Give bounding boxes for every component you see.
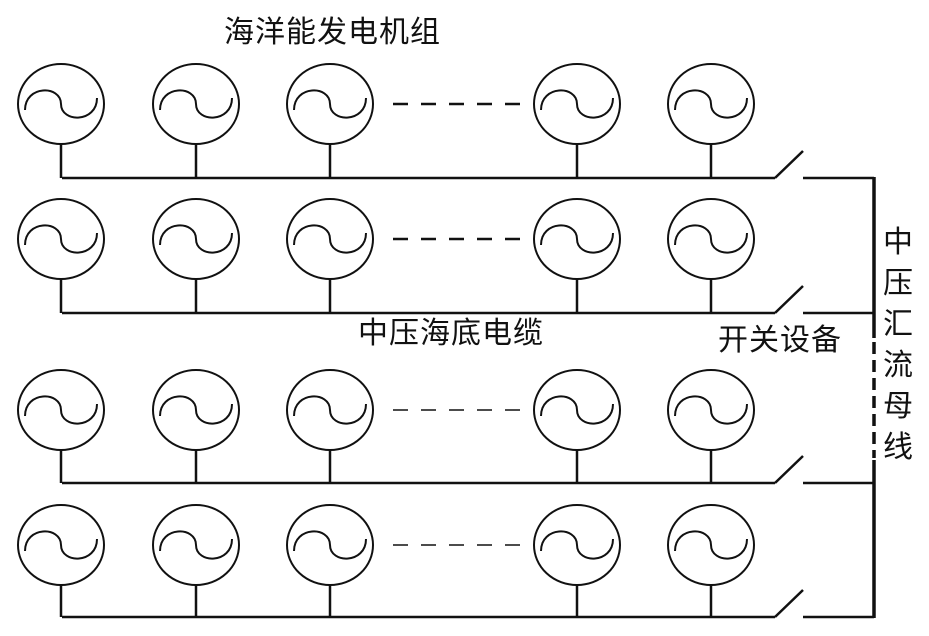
ac-generator xyxy=(152,504,240,617)
ac-generator-icon xyxy=(540,530,614,560)
busbar-label-char: 母 xyxy=(883,389,913,424)
ac-generator-icon xyxy=(24,395,98,425)
ac-generator xyxy=(667,198,755,313)
ac-generator xyxy=(533,504,621,617)
ac-generator xyxy=(667,63,755,178)
generator-group-label: 海洋能发电机组 xyxy=(224,15,441,50)
ac-generator-icon xyxy=(159,530,233,560)
ac-generator xyxy=(17,504,105,617)
ac-generator xyxy=(17,63,105,178)
ac-generator xyxy=(667,504,755,617)
ac-generator-icon xyxy=(24,224,98,254)
ac-generator-icon xyxy=(293,89,367,119)
generator-row xyxy=(17,369,874,485)
ac-generator xyxy=(667,369,755,483)
busbar-label-char: 线 xyxy=(883,430,913,465)
ac-generator-icon xyxy=(24,530,98,560)
ac-generator xyxy=(152,369,240,483)
ac-generator-icon xyxy=(159,89,233,119)
ac-generator-icon xyxy=(674,395,748,425)
ac-generator-icon xyxy=(674,530,748,560)
ac-generator-icon xyxy=(293,395,367,425)
switchgear-label: 开关设备 xyxy=(718,323,842,358)
ac-generator-icon xyxy=(159,224,233,254)
open-switch-icon xyxy=(774,285,804,314)
open-switch-icon xyxy=(774,589,804,618)
ac-generator xyxy=(17,198,105,313)
busbar-label-char: 流 xyxy=(883,348,913,383)
ac-generator-icon xyxy=(674,224,748,254)
busbar-label-char: 中 xyxy=(883,225,913,260)
busbar-label-char: 压 xyxy=(883,266,913,301)
ac-generator xyxy=(533,198,621,313)
open-switch-icon xyxy=(774,455,804,484)
busbar-label-char: 汇 xyxy=(883,307,913,342)
open-switch-icon xyxy=(774,150,804,179)
ac-generator xyxy=(152,63,240,178)
ac-generator xyxy=(152,198,240,313)
ac-generator xyxy=(286,63,374,178)
ac-generator xyxy=(286,369,374,483)
busbar-label: 中压汇流母线 xyxy=(880,222,916,468)
ac-generator xyxy=(533,369,621,483)
subsea-cable-label: 中压海底电缆 xyxy=(358,316,544,351)
ac-generator-icon xyxy=(293,530,367,560)
ac-generator-icon xyxy=(540,395,614,425)
ac-generator-icon xyxy=(540,224,614,254)
ac-generator-icon xyxy=(24,89,98,119)
generator-row xyxy=(17,504,874,619)
generator-row xyxy=(17,198,874,315)
ac-generator-icon xyxy=(159,395,233,425)
ac-generator xyxy=(533,63,621,178)
ac-generator-icon xyxy=(293,224,367,254)
ac-generator-icon xyxy=(540,89,614,119)
ac-generator xyxy=(17,369,105,483)
ac-generator xyxy=(286,198,374,313)
ac-generator xyxy=(286,504,374,617)
ac-generator-icon xyxy=(674,89,748,119)
generator-row xyxy=(17,63,874,180)
